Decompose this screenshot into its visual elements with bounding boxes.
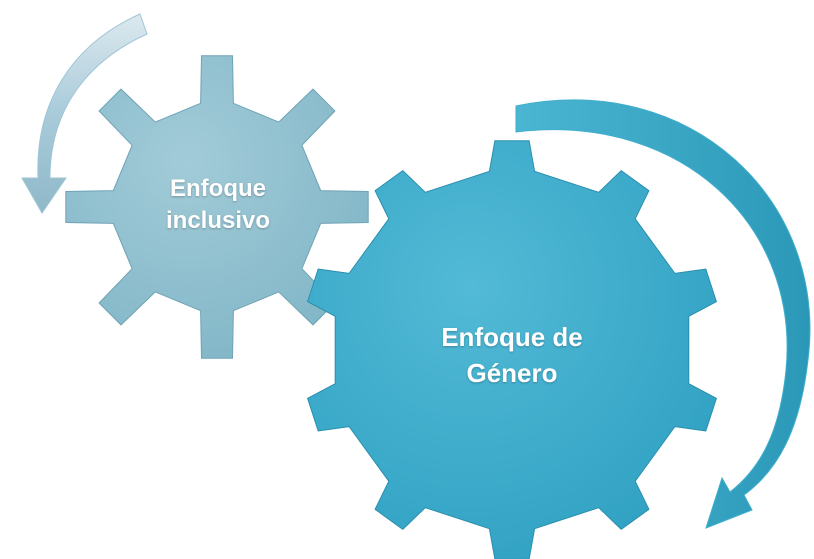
large-cycle-arrow-icon bbox=[515, 99, 811, 529]
small-cycle-arrow-icon bbox=[21, 13, 148, 214]
small-arrow-shaft bbox=[21, 13, 148, 214]
large-gear-icon bbox=[306, 140, 718, 559]
small-gear-label-line1: Enfoque bbox=[170, 175, 266, 202]
large-gear-label-line1: Enfoque de bbox=[441, 322, 583, 352]
large-gear-label: Enfoque de Género bbox=[412, 305, 612, 405]
small-gear-icon bbox=[65, 55, 369, 359]
small-gear-label-line2: inclusivo bbox=[165, 207, 271, 234]
small-gear-label: Enfoque inclusivo bbox=[118, 160, 318, 250]
large-gear-label-line2: Género bbox=[466, 358, 558, 388]
large-arrow-shaft bbox=[515, 99, 811, 529]
